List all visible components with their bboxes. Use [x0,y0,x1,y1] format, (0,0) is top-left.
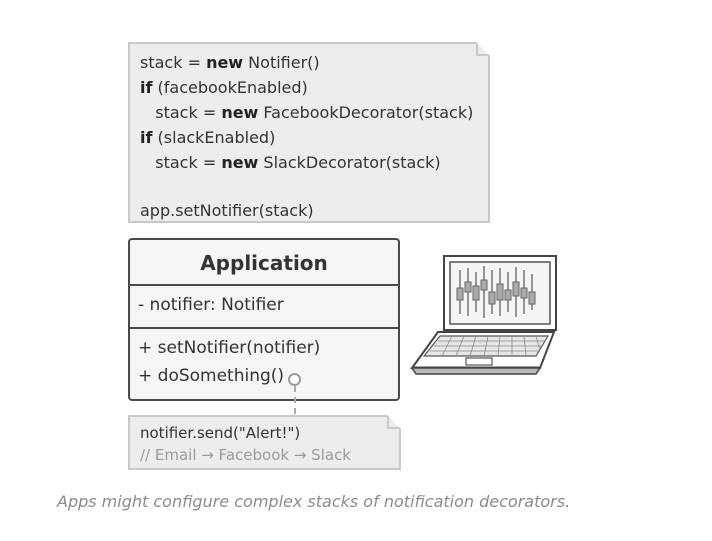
note-connector-line [294,386,296,414]
method-set-notifier: + setNotifier(notifier) [138,338,321,358]
note-fold [476,42,490,56]
figure-caption: Apps might configure complex stacks of n… [57,492,571,511]
laptop-icon [410,255,557,375]
call-note: notifier.send("Alert!") // Email → Faceb… [128,415,401,470]
code-line-5: stack = new SlackDecorator(stack) [140,153,441,172]
field-notifier: - notifier: Notifier [138,295,284,315]
code-line-4: if (slackEnabled) [140,128,276,147]
application-class-box: Application - notifier: Notifier + setNo… [128,238,400,401]
method-do-something: + doSomething() [138,366,285,386]
code-note: stack = new Notifier() if (facebookEnabl… [128,42,490,223]
class-name: Application [130,240,398,286]
class-fields: - notifier: Notifier [130,286,398,329]
call-line: notifier.send("Alert!") [140,424,301,442]
note-anchor-dot [288,373,301,386]
note-fold [387,415,401,429]
code-line-7: app.setNotifier(stack) [140,201,314,220]
code-line-2: if (facebookEnabled) [140,78,308,97]
code-line-1: stack = new Notifier() [140,53,320,72]
comment-line: // Email → Facebook → Slack [140,446,351,464]
code-line-3: stack = new FacebookDecorator(stack) [140,103,474,122]
